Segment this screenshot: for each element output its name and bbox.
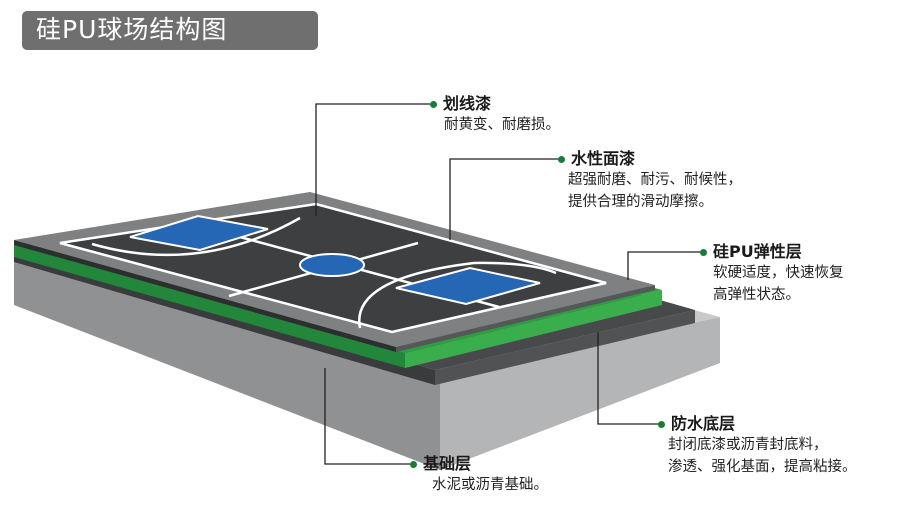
- layer-name: 防水底层: [671, 414, 736, 433]
- label-topcoat: 水性面漆 超强耐磨、耐污、耐候性， 提供合理的滑动摩擦。: [558, 149, 742, 213]
- layer-name: 硅PU弹性层: [713, 242, 802, 261]
- title-banner: [22, 11, 318, 50]
- layer-name: 划线漆: [443, 94, 492, 113]
- base-layer-side-right: [440, 317, 720, 470]
- court-surface-side-right: [396, 285, 655, 352]
- court-key-near: [395, 266, 541, 306]
- court-three-point-far: [91, 216, 301, 257]
- layer-desc: 耐黄变、耐磨损。: [444, 117, 560, 133]
- layer-name: 基础层: [423, 454, 472, 473]
- leader-line-marking-paint: [315, 103, 430, 216]
- leader-line-base: [324, 368, 410, 465]
- layer-name: 水性面漆: [571, 149, 636, 168]
- label-waterproof: 防水底层 封闭底漆或沥青封底料， 渗透、强化基面，提高粘接。: [658, 414, 857, 478]
- bullet-dot-icon: [700, 248, 707, 256]
- silicon-pu-layer-side-front: [14, 244, 405, 368]
- leader-lines: [315, 103, 703, 465]
- leader-line-waterproof: [597, 332, 660, 425]
- leader-line-topcoat: [449, 158, 560, 240]
- court-surface-layer: [14, 192, 655, 352]
- silicon-pu-layer-side-right: [405, 290, 662, 368]
- label-base: 基础层 水泥或沥青基础。: [410, 454, 548, 496]
- layer-desc: 高弹性状态。: [713, 287, 800, 303]
- layer-desc: 水泥或沥青基础。: [432, 477, 548, 493]
- leader-line-silicon-pu: [627, 251, 703, 280]
- court-surface-side-front: [14, 240, 396, 352]
- page-title: 硅PU球场结构图: [36, 15, 228, 44]
- base-layer-side-front: [14, 258, 440, 470]
- layer-desc: 软硬适度，快速恢复: [713, 265, 844, 281]
- court-center-circle: [299, 253, 365, 277]
- layer-desc: 提供合理的滑动摩擦。: [568, 194, 713, 210]
- court-three-point-near: [358, 261, 557, 329]
- bullet-dot-icon: [558, 155, 565, 163]
- label-marking-paint: 划线漆 耐黄变、耐磨损。: [430, 94, 560, 136]
- bullet-dot-icon: [430, 100, 437, 108]
- label-silicon-pu: 硅PU弹性层 软硬适度，快速恢复 高弹性状态。: [700, 242, 844, 306]
- layer-desc: 超强耐磨、耐污、耐候性，: [568, 172, 742, 188]
- bullet-dot-icon: [658, 420, 665, 428]
- court-key-far: [129, 214, 269, 252]
- layer-desc: 渗透、强化基面，提高粘接。: [668, 459, 857, 475]
- layer-desc: 封闭底漆或沥青封底料，: [668, 437, 828, 453]
- waterproof-layer-side-right: [435, 310, 695, 385]
- bullet-dot-icon: [410, 460, 417, 468]
